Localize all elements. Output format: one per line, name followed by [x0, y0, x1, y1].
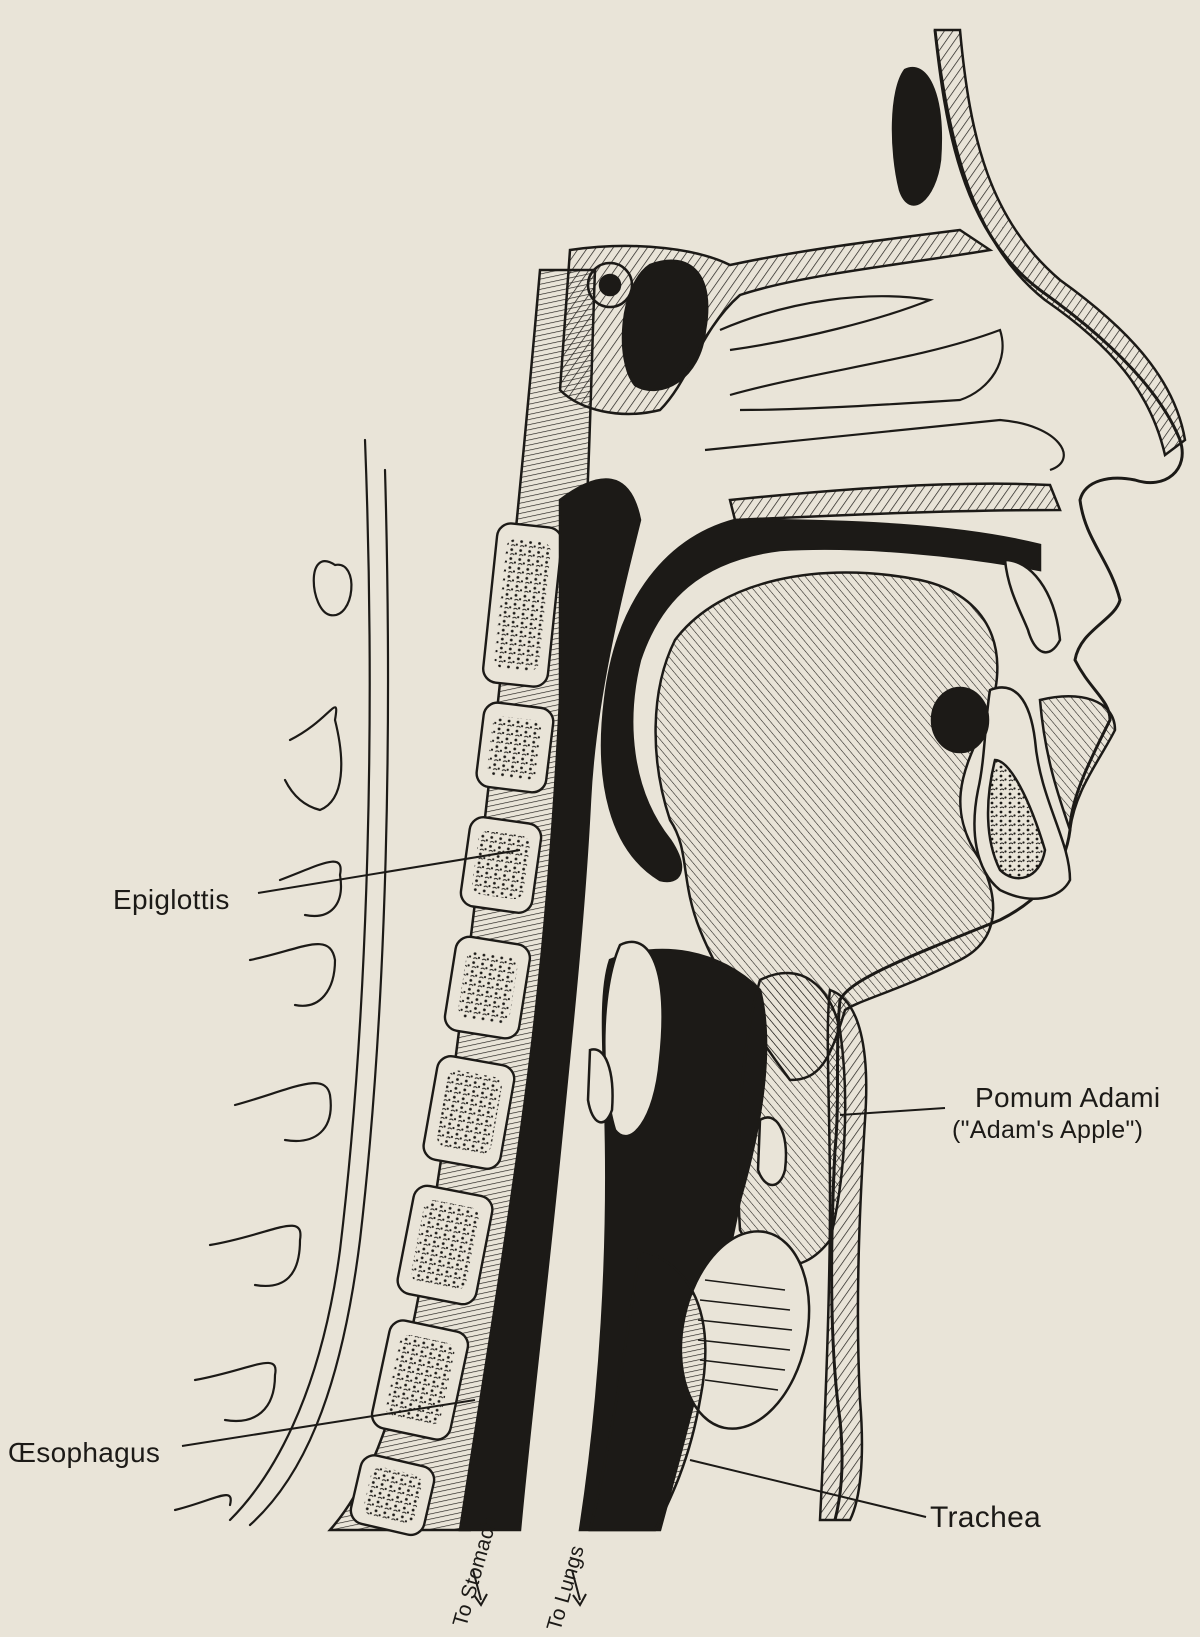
hyoid	[932, 688, 988, 752]
label-trachea: Trachea	[930, 1501, 1041, 1534]
neck-front	[820, 990, 866, 1520]
teeth-upper	[1005, 560, 1060, 652]
hard-palate	[730, 484, 1060, 520]
label-pomum-adami: Pomum Adami	[975, 1082, 1160, 1113]
label-epiglottis: Epiglottis	[113, 884, 230, 915]
cranial-base	[560, 230, 990, 414]
label-to-lungs: To Lungs	[543, 1543, 589, 1634]
trachea-leader	[690, 1460, 926, 1517]
thyroid-window	[758, 1117, 786, 1185]
label-adams-apple: ("Adam's Apple")	[952, 1116, 1143, 1144]
background-spine-contours	[175, 440, 388, 1525]
frontal-sinus	[893, 68, 941, 204]
label-oesophagus: Œsophagus	[8, 1437, 160, 1468]
nasal-turbinates	[705, 296, 1064, 470]
